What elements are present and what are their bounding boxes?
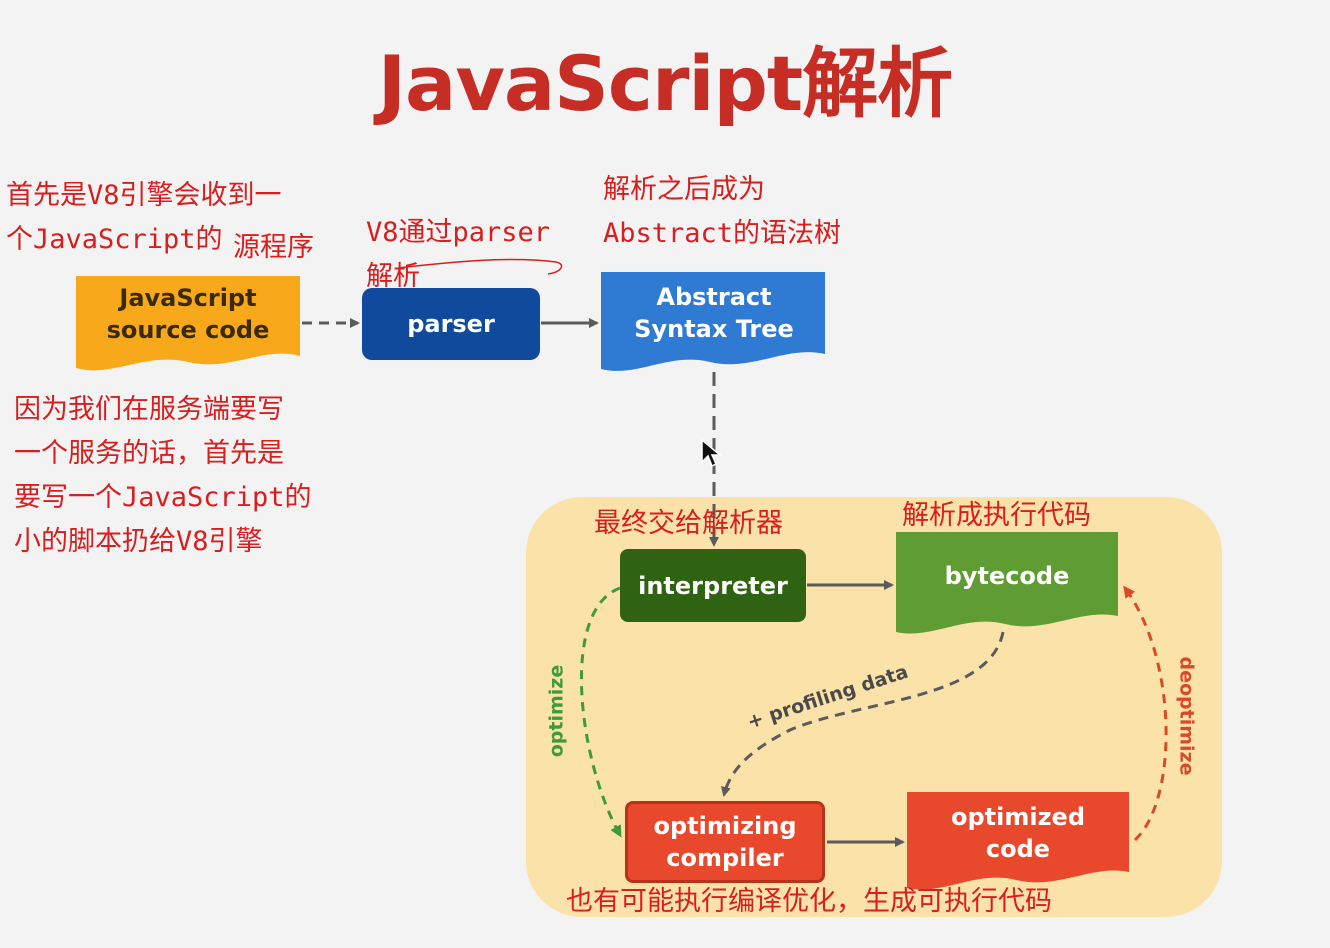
- node-javascript-source: JavaScript source code: [106, 284, 270, 345]
- note-source-program: 源程序: [233, 232, 314, 263]
- ast-shape: [601, 272, 825, 371]
- mouse-cursor-icon: [701, 438, 722, 468]
- bytecode-shape: [896, 532, 1118, 634]
- edge-profiling: [721, 631, 1005, 797]
- page-title: JavaScript解析: [377, 39, 953, 128]
- note-optimize: 也有可能执行编译优化，生成可执行代码: [566, 886, 1052, 917]
- optimized-code-shape: [907, 792, 1129, 890]
- note-parser: V8通过parser 解析: [366, 217, 551, 292]
- annotation-arrow: [397, 258, 563, 275]
- note-server: 因为我们在服务端要写 一个服务的话，首先是 要写一个JavaScript的 小的…: [14, 394, 312, 557]
- label-optimize: optimize: [545, 664, 568, 758]
- node-interpreter: interpreter: [620, 549, 806, 622]
- note-interpreter: 最终交给解析器: [594, 508, 783, 539]
- node-abstract-syntax-tree: Abstract Syntax Tree: [634, 283, 794, 343]
- node-parser: parser: [362, 288, 540, 360]
- note-bytecode: 解析成执行代码: [902, 500, 1091, 531]
- note-ast: 解析之后成为 Abstract的语法树: [603, 174, 842, 249]
- node-optimizing-compiler: optimizing compiler: [625, 801, 825, 883]
- edge-deoptimize: [1123, 585, 1168, 842]
- source-shape: [76, 276, 300, 371]
- label-deoptimize: deoptimize: [1175, 656, 1198, 776]
- node-optimized-code: optimized code: [950, 803, 1086, 863]
- edge-optimize: [579, 586, 622, 838]
- node-bytecode: bytecode: [944, 561, 1070, 590]
- note-engine-receives: 首先是V8引擎会收到一 个JavaScript的: [6, 180, 282, 255]
